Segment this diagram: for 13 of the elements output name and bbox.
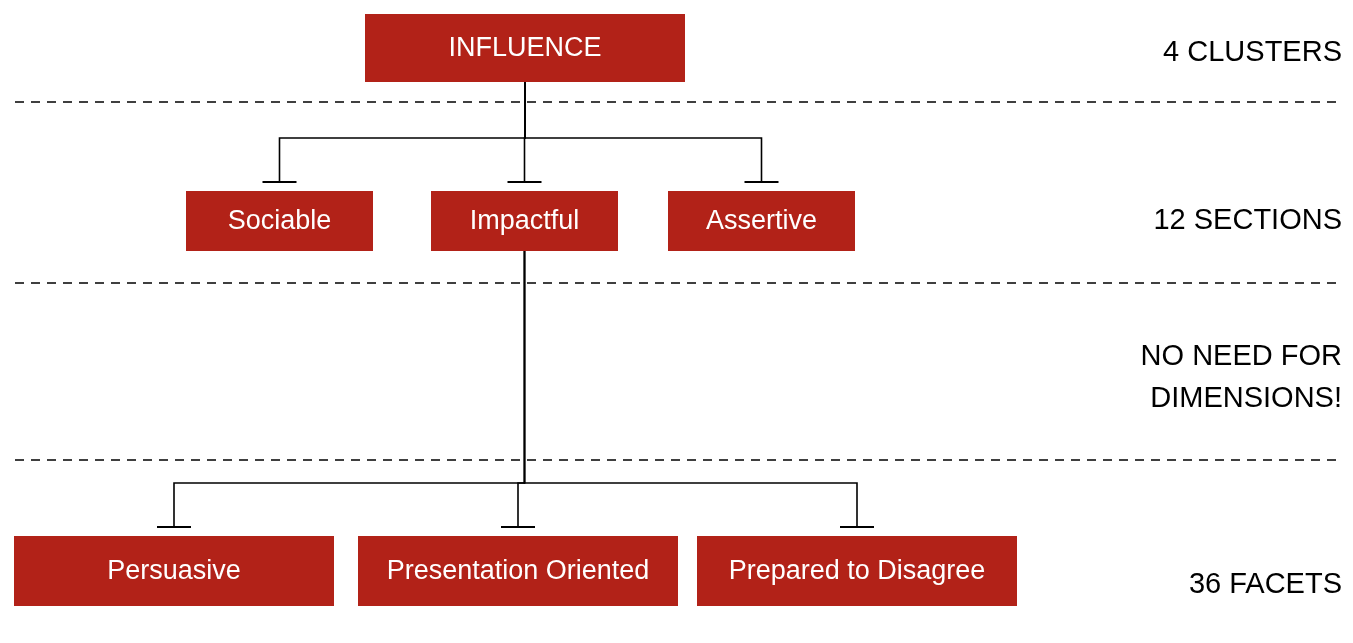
level-label: 36 FACETS xyxy=(1187,566,1342,601)
level-label: 12 SECTIONS xyxy=(1152,202,1342,237)
category-box: Persuasive xyxy=(14,536,334,606)
category-box: Assertive xyxy=(668,191,855,251)
category-box: Impactful xyxy=(431,191,618,251)
connector xyxy=(523,250,875,528)
level-label: NO NEED FOR DIMENSIONS! xyxy=(1139,338,1342,415)
category-box: Presentation Oriented xyxy=(358,536,678,606)
category-box: INFLUENCE xyxy=(365,14,685,82)
level-label: 4 CLUSTERS xyxy=(1162,34,1342,69)
category-box: Prepared to Disagree xyxy=(697,536,1017,606)
category-box: Sociable xyxy=(186,191,373,251)
connector xyxy=(524,81,780,183)
